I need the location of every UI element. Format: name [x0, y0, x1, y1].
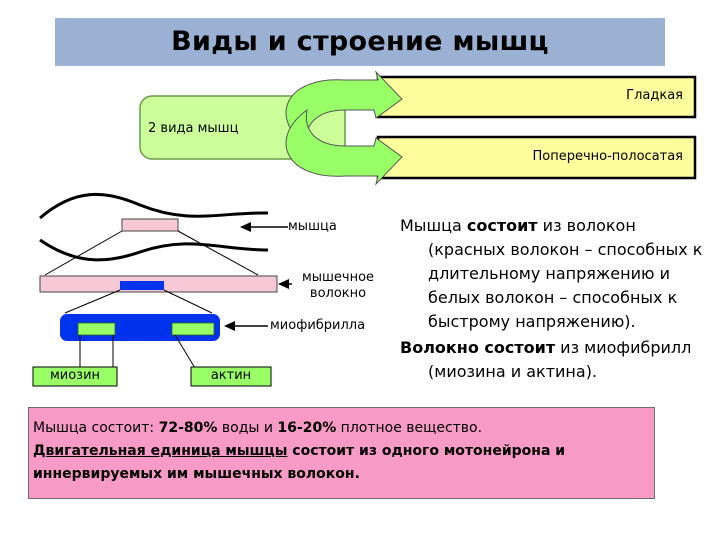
note-solid-percent: 16-20%: [277, 420, 337, 436]
description-p1-start: Мышца: [400, 216, 467, 235]
muscle-outline-bottom: [39, 238, 269, 262]
note-box: [28, 407, 655, 499]
arrowhead-icon: [224, 321, 235, 331]
arrow-to-striated-icon: [285, 108, 403, 186]
note-l1-mid: воды и: [217, 420, 278, 436]
myosin-label: миозин: [49, 368, 101, 383]
description-p1: Мышца состоит из волокон (красных волоко…: [400, 214, 710, 334]
description-p1-rest: из волокон (красных волокон – способных …: [428, 216, 703, 331]
note-line2: Двигательная единица мышцы состоит из од…: [33, 440, 648, 486]
note-l1-end: плотное вещество.: [336, 420, 483, 436]
fiber-label-line1: мышечное: [301, 270, 375, 285]
structure-description: Мышца состоит из волокон (красных волоко…: [400, 214, 710, 384]
actin-label-box: [190, 366, 272, 387]
myosin-filament: [77, 322, 116, 336]
note-motor-unit: Двигательная единица мышцы: [33, 443, 288, 459]
myosin-label-box: [32, 366, 118, 387]
zoom-line: [44, 230, 123, 276]
title-bar: [55, 18, 665, 66]
actin-label: актин: [210, 368, 252, 383]
arrow-to-smooth-icon: [285, 70, 403, 148]
myofibril-label: миофибрилла: [270, 318, 366, 333]
two-types-label: 2 вида мышц: [148, 121, 239, 136]
note-line1: Мышца состоит: 72-80% воды и 16-20% плот…: [33, 417, 648, 440]
muscle-fiber-small: [121, 218, 179, 232]
arrowhead-icon: [278, 279, 289, 289]
zoom-line: [163, 289, 213, 314]
description-p2-rest: из миофибрилл (миозина и актина).: [428, 338, 692, 381]
smooth-muscle-label: Гладкая: [626, 88, 683, 103]
note-l2-rest: состоит из одного мотонейрона и иннервир…: [33, 443, 566, 482]
fiber-label-line2: волокно: [309, 286, 367, 301]
muscle-outline-top: [39, 192, 269, 220]
page-title: Виды и строение мышц: [171, 26, 549, 57]
description-p1-bold: состоит: [466, 216, 538, 235]
zoom-line: [177, 230, 259, 276]
pointer-line: [174, 334, 196, 369]
description-p2: Волокно состоит из миофибрилл (миозина и…: [400, 336, 710, 384]
muscle-label: мышца: [288, 219, 337, 234]
description-p2-bold: Волокно состоит: [400, 338, 556, 357]
striated-muscle-label: Поперечно-полосатая: [532, 149, 684, 164]
fiber-label: мышечное волокно: [288, 270, 388, 302]
note-text: Мышца состоит: 72-80% воды и 16-20% плот…: [33, 417, 648, 486]
note-l1-start: Мышца состоит:: [33, 420, 159, 436]
actin-filament: [171, 322, 215, 336]
zoom-line: [64, 289, 121, 314]
arrowhead-icon: [240, 222, 251, 232]
myofibril-small: [120, 281, 164, 290]
smooth-muscle-box: [376, 75, 697, 119]
note-water-percent: 72-80%: [158, 420, 218, 436]
